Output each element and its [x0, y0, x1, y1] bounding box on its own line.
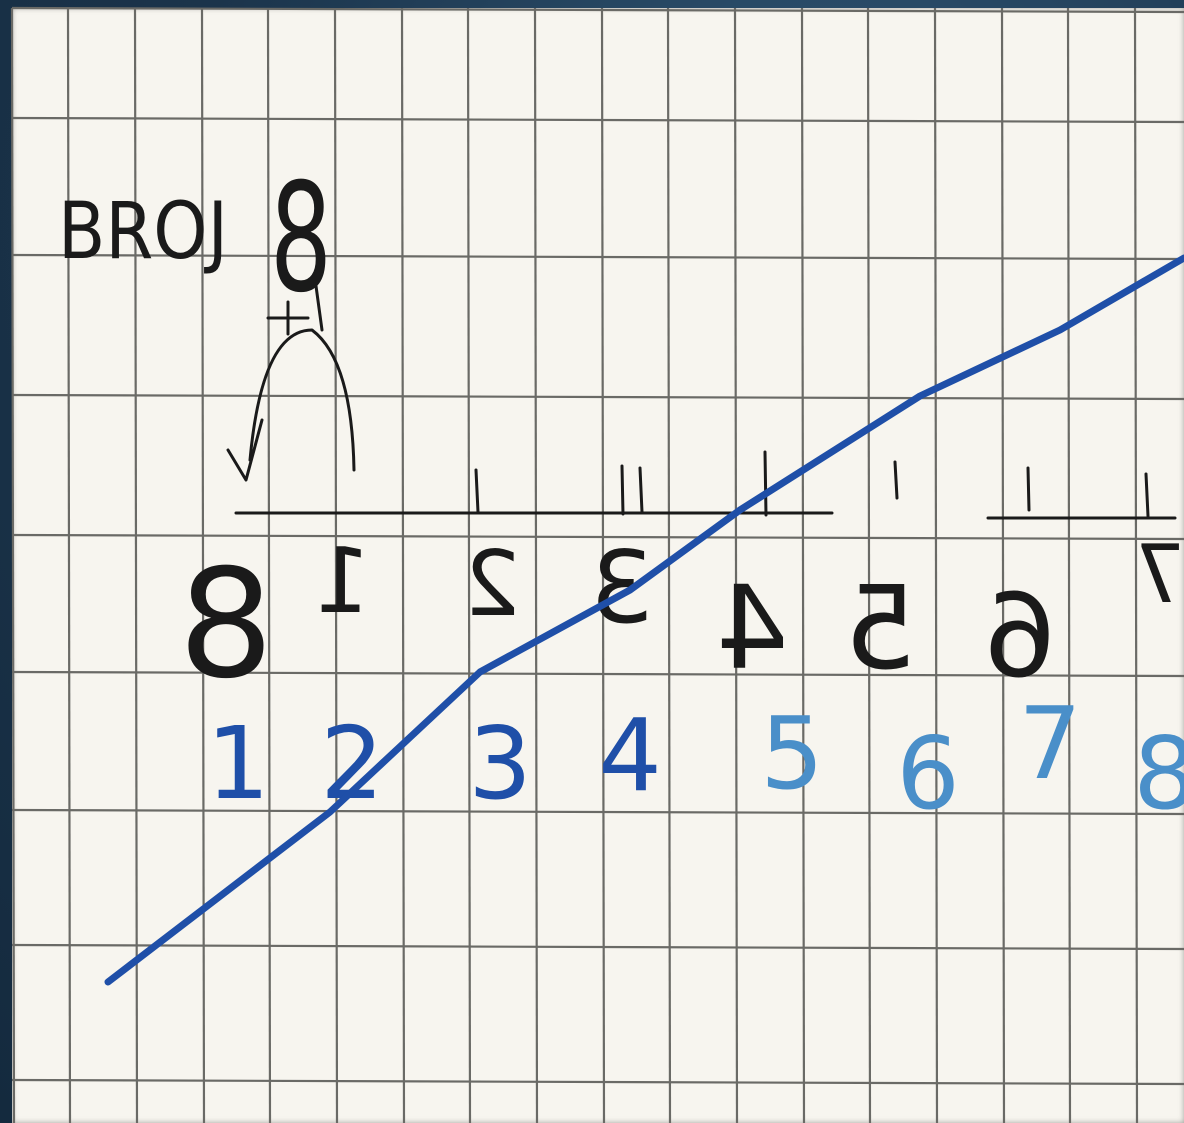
mirrored-digit: 5	[843, 562, 916, 696]
grid-line-vertical	[1066, 7, 1072, 1123]
grid-line-vertical	[466, 7, 472, 1123]
mirrored-digit: 8	[178, 538, 273, 712]
blue-digit: 3	[468, 705, 532, 822]
blue-digit: 1	[206, 705, 270, 822]
blue-digit: 6	[896, 715, 960, 832]
grid-line-horizontal	[11, 6, 1184, 14]
grid-line-vertical	[533, 7, 539, 1123]
mirrored-digit: 7	[1135, 528, 1184, 621]
blue-digit: 5	[760, 695, 824, 812]
blue-pen-line	[104, 254, 1184, 986]
grid-line-vertical	[10, 7, 16, 1123]
grid-line-horizontal	[11, 116, 1184, 124]
grid-line-horizontal	[11, 943, 1184, 951]
grid-line-vertical	[200, 7, 206, 1123]
blue-digit: 4	[598, 697, 662, 814]
grid-line-horizontal	[11, 533, 1184, 541]
grid-line-horizontal	[11, 670, 1184, 678]
grid-line-vertical	[333, 7, 339, 1123]
mirrored-digit: 1	[313, 529, 370, 634]
mirrored-digit: 3	[590, 529, 654, 646]
jump-arc-drawing	[226, 284, 356, 482]
paper-grid	[10, 6, 1184, 1123]
heading-number: 8	[270, 152, 332, 326]
number-line	[234, 450, 1177, 520]
grid-line-horizontal	[11, 393, 1184, 401]
blue-digit: 7	[1018, 685, 1082, 802]
blue-digit: 2	[320, 705, 384, 822]
blue-digit: 8	[1133, 715, 1184, 832]
grid-line-horizontal	[11, 808, 1184, 816]
grid-line-horizontal	[11, 1078, 1184, 1086]
grid-line-vertical	[733, 7, 739, 1123]
grid-line-vertical	[133, 7, 139, 1123]
grid-line-vertical	[400, 7, 406, 1123]
grid-line-vertical	[1133, 7, 1139, 1123]
grid-line-vertical	[266, 7, 272, 1123]
heading-word: BROJ	[58, 187, 228, 277]
grid-line-vertical	[866, 7, 872, 1123]
mirrored-digit: 2	[463, 532, 520, 637]
grid-line-vertical	[66, 7, 72, 1123]
grid-line-vertical	[1000, 7, 1006, 1123]
mirrored-digit: 4	[715, 562, 788, 696]
grid-line-vertical	[933, 7, 939, 1123]
graph-paper	[12, 8, 1184, 1123]
grid-line-vertical	[600, 7, 606, 1123]
grid-line-horizontal	[11, 253, 1184, 261]
grid-line-vertical	[800, 7, 806, 1123]
mirrored-digit: 6	[983, 570, 1056, 704]
